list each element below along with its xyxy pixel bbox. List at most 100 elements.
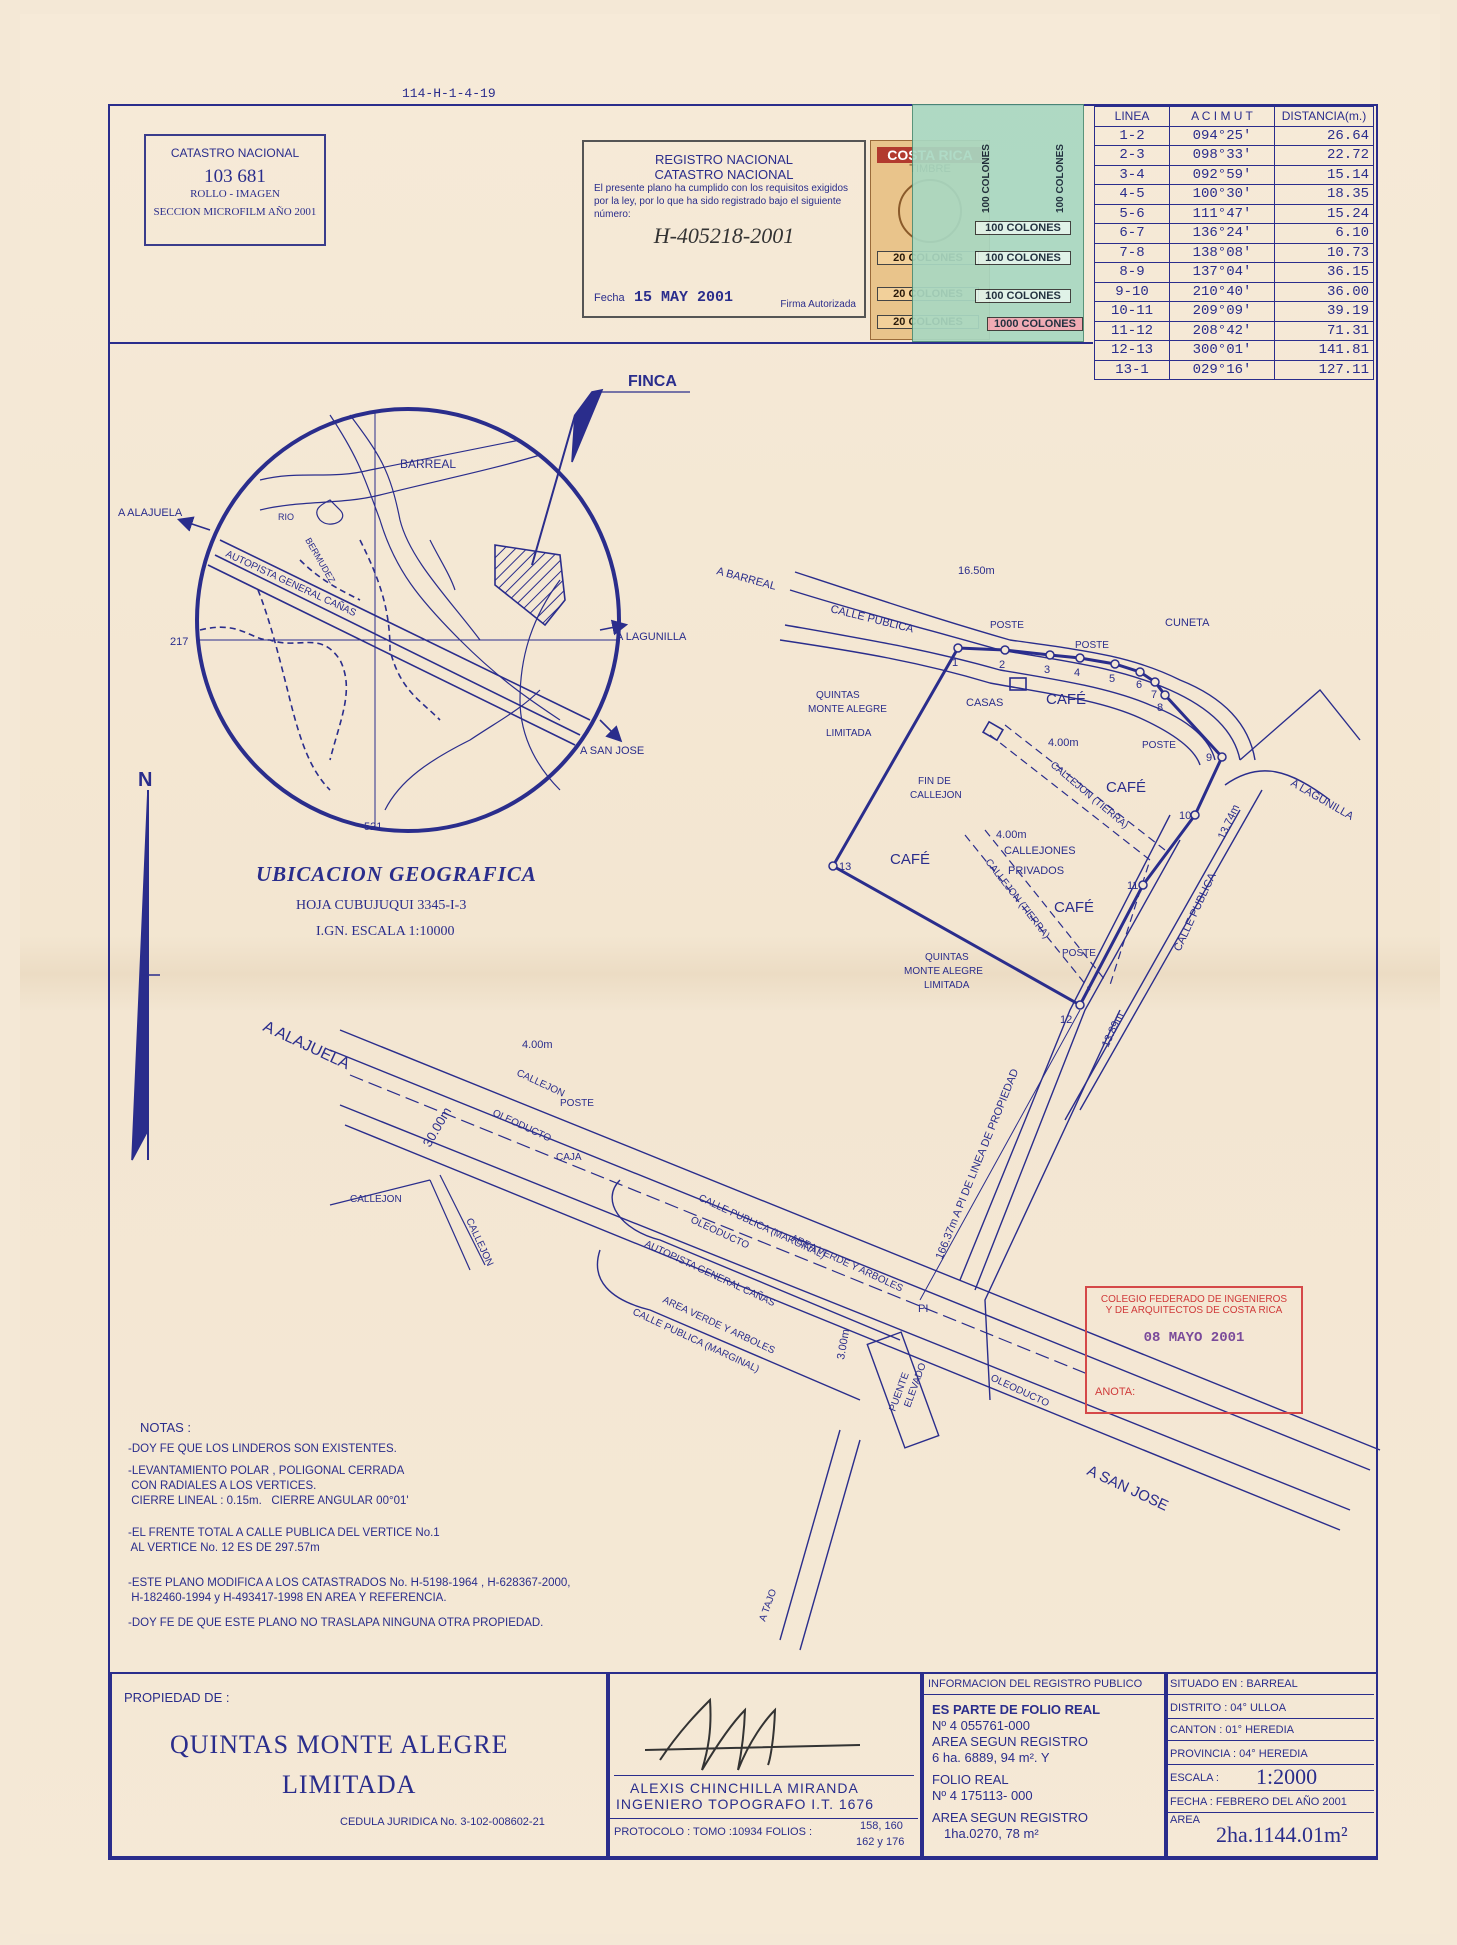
vertex-marker <box>1110 659 1120 669</box>
title-block-owner <box>110 1672 610 1858</box>
propiedad-label: PROPIEDAD DE : <box>124 1690 230 1705</box>
owner-line2: LIMITADA <box>282 1770 417 1799</box>
ubicacion-sheet: HOJA CUBUJUQUI 3345-I-3 <box>296 898 467 913</box>
callejon-tierra-1 <box>989 734 1151 986</box>
azimuth-acimut: 098°33' <box>1169 145 1275 166</box>
plan-quintas-2: QUINTAS <box>925 952 969 963</box>
vertex-marker <box>1160 690 1170 700</box>
azimuth-distancia: 71.31 <box>1274 320 1374 341</box>
vertex-label: 8 <box>1157 702 1163 714</box>
vertex-label: 10 <box>1179 810 1191 822</box>
vertex-label: 7 <box>1151 689 1157 701</box>
registro-line-8: 1ha.0270, 78 m² <box>944 1826 1039 1841</box>
timbre-green-value-3: 100 COLONES <box>975 221 1071 235</box>
registro-title1: REGISTRO NACIONAL <box>655 152 793 167</box>
plan-width-30: 30.00m <box>420 1104 455 1149</box>
north-arrow-cross <box>140 965 160 990</box>
map-road-4 <box>259 454 541 511</box>
plan-callejon-4: CALLEJON <box>463 1217 495 1268</box>
plan-oleoducto-1: OLEODUCTO <box>491 1108 553 1145</box>
plan-monte-alegre-2: MONTE ALEGRE <box>904 966 983 977</box>
timbre-green-value-5: 100 COLONES <box>975 289 1071 303</box>
plan-width-4m-2: 4.00m <box>996 829 1027 841</box>
registro-fecha: 15 MAY 2001 <box>634 289 734 306</box>
timbre-pink-value: 1000 COLONES <box>987 317 1083 331</box>
azimuth-acimut: 208°42' <box>1169 320 1275 341</box>
registro-line-4: 6 ha. 6889, 94 m². Y <box>932 1750 1050 1765</box>
vertex-label: 5 <box>1109 673 1115 685</box>
map-a-lagunilla-label: A LAGUNILLA <box>616 631 687 643</box>
autopista-center <box>349 1074 1091 1376</box>
puente-elevado-box <box>866 1331 940 1449</box>
map-stream-3 <box>359 539 441 721</box>
registro-header: INFORMACION DEL REGISTRO PUBLICO <box>928 1678 1143 1690</box>
bermudez-label: BERMUDEZ <box>303 536 337 585</box>
map-arrow-lagunilla <box>599 619 629 636</box>
colegio-line2: Y DE ARQUITECTOS DE COSTA RICA <box>1105 1305 1283 1316</box>
vertex-label: 2 <box>999 659 1005 671</box>
registro-line-5: FOLIO REAL <box>932 1772 1009 1787</box>
finca-hatched-area <box>494 544 566 627</box>
map-road-3 <box>259 439 521 481</box>
map-stream-2 <box>257 589 331 791</box>
finca-pointer-arrow <box>571 388 604 463</box>
finca-label: FINCA <box>628 373 677 390</box>
azimuth-header-linea: LINEA <box>1094 106 1170 127</box>
calle-publica-south-4 <box>974 839 1181 1291</box>
vertex-label: 1 <box>952 657 958 669</box>
calle-publica-south-2 <box>1064 809 1241 1121</box>
folios-1: 158, 160 <box>860 1820 903 1832</box>
plan-calle-publica: CALLE PUBLICA <box>829 603 915 635</box>
azimuth-acimut: 137°04' <box>1169 262 1275 283</box>
plan-callejon: CALLEJON <box>910 790 962 801</box>
plan-limitada-2: LIMITADA <box>924 980 970 991</box>
provincia: PROVINCIA : 04° HEREDIA <box>1170 1748 1308 1760</box>
vertex-label: 13 <box>839 861 851 873</box>
colegio-date: 08 MAYO 2001 <box>1143 1330 1245 1346</box>
vertex-marker <box>1000 645 1010 655</box>
plan-a-san-jose: A SAN JOSE <box>1084 1462 1171 1514</box>
plan-quintas-1: QUINTAS <box>816 690 860 701</box>
plan-poste-4: POSTE <box>1062 948 1096 959</box>
plan-poste-2: POSTE <box>1075 640 1109 651</box>
a-tajo-road-1 <box>779 1429 841 1641</box>
callejon-left-2 <box>429 1179 471 1271</box>
callejon-left-3 <box>439 1174 486 1266</box>
title-block-location <box>1164 1672 1378 1858</box>
map-a-alajuela-label: A ALAJUELA <box>118 507 183 519</box>
azimuth-acimut: 100°30' <box>1169 184 1275 205</box>
azimuth-distancia: 10.73 <box>1274 242 1374 263</box>
note-4: -ESTE PLANO MODIFICA A LOS CATASTRADOS N… <box>128 1577 571 1604</box>
plan-width-4m-3: 4.00m <box>522 1039 553 1051</box>
catastro-number: 103 681 <box>204 166 266 187</box>
escala-label: ESCALA : <box>1170 1772 1219 1784</box>
plan-casas: CASAS <box>966 697 1003 709</box>
calle-publica-edge-1 <box>794 571 1256 761</box>
azimuth-acimut: 029°16' <box>1169 359 1275 380</box>
plan-callejones: CALLEJONES <box>1004 845 1076 857</box>
vertex-label: 6 <box>1136 679 1142 691</box>
azimuth-linea: 11-12 <box>1094 320 1170 341</box>
rio-label: RIO <box>278 512 294 522</box>
plan-poste-5: POSTE <box>560 1098 594 1109</box>
notes-title: NOTAS : <box>140 1420 192 1435</box>
drawing-frame <box>108 104 1378 1860</box>
vertex-marker <box>1217 752 1227 762</box>
azimuth-distancia: 26.64 <box>1274 125 1374 146</box>
title-block-registro <box>920 1672 1168 1858</box>
property-boundary <box>830 646 1224 1008</box>
header-reference: 114-H-1-4-19 <box>402 86 496 101</box>
barreal-label: BARREAL <box>400 457 456 471</box>
cedula-juridica: CEDULA JURIDICA No. 3-102-008602-21 <box>340 1816 545 1828</box>
registro-number: H-405218-2001 <box>653 223 795 248</box>
catastro-line3: SECCION MICROFILM AÑO 2001 <box>153 206 317 218</box>
note-3: -EL FRENTE TOTAL A CALLE PUBLICA DEL VER… <box>128 1527 440 1554</box>
registro-firma-label: Firma Autorizada <box>780 299 856 310</box>
vertex-marker <box>953 643 963 653</box>
plan-width-3: 3.00m <box>835 1328 852 1360</box>
colegio-stamp: COLEGIO FEDERADO DE INGENIEROS Y DE ARQU… <box>1085 1286 1303 1414</box>
azimuth-distancia: 36.00 <box>1274 281 1374 302</box>
